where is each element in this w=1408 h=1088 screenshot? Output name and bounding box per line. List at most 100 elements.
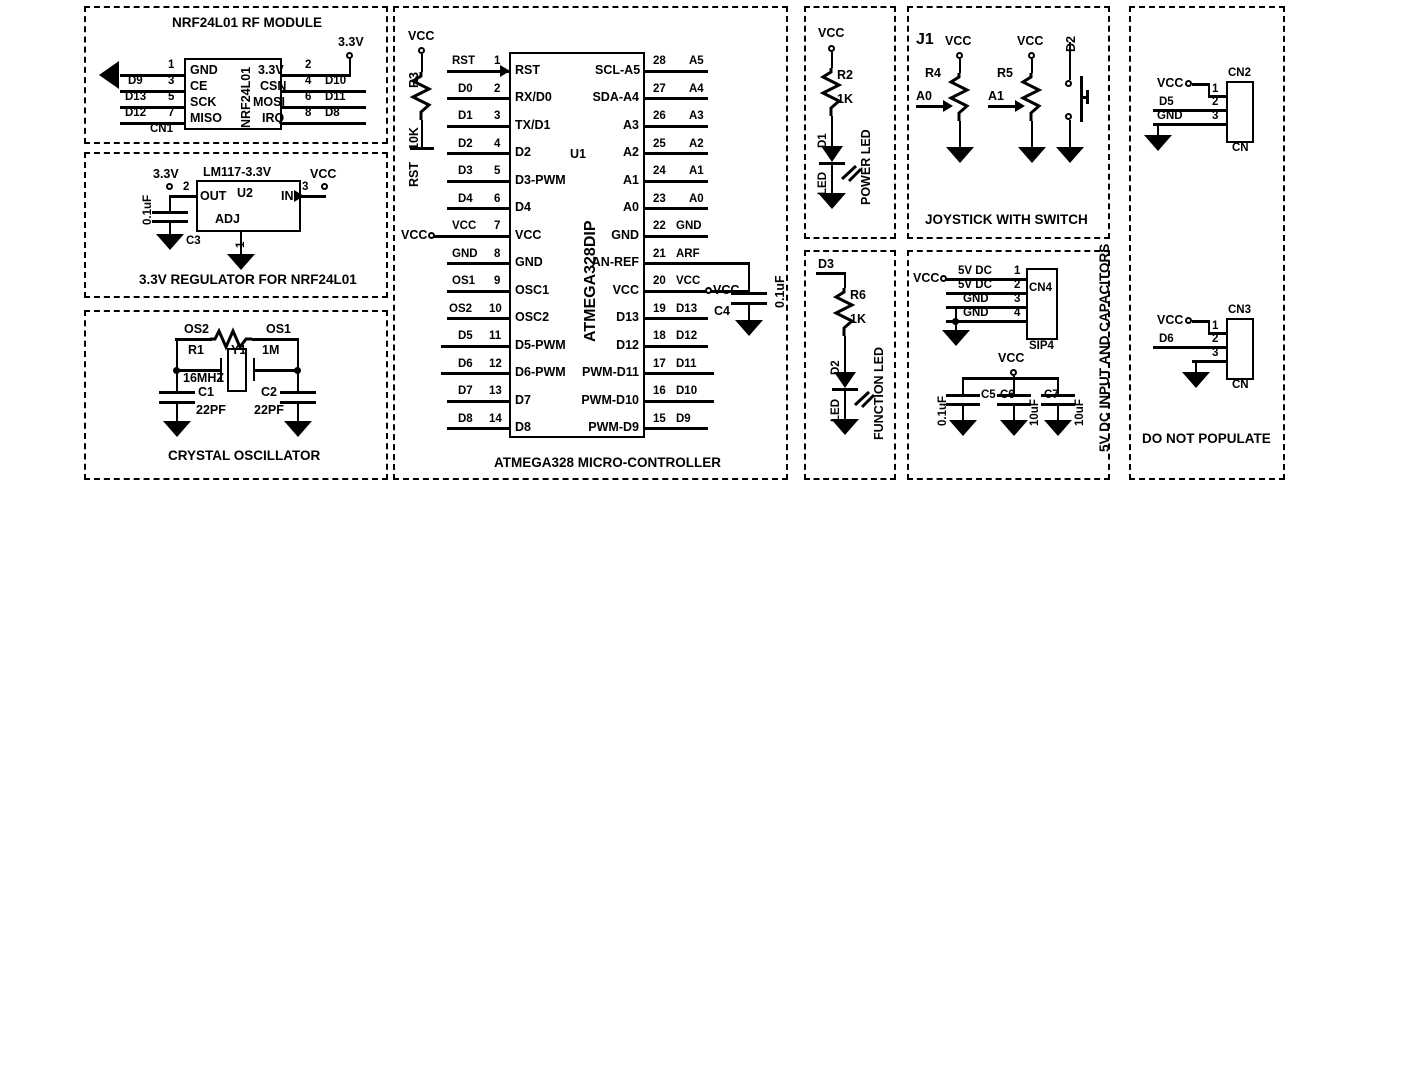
function-led-net: D3 [818,257,834,271]
mcu-lnet-12: D6 [458,358,473,370]
r6-ref: R6 [850,288,866,302]
nrf-pinnum-6: 6 [305,91,312,103]
nrf-wire-8 [281,122,366,125]
mcu-rnet-26: A3 [689,110,704,122]
mcu-lname-5: D3-PWM [515,173,566,187]
c7-ground-symbol-icon [1044,420,1072,436]
mcu-rname-23: A0 [623,200,639,214]
regulator-in-arrow-icon [294,190,304,202]
mcu-lnum-10: 10 [489,303,502,315]
mcu-lwire-7 [432,235,511,238]
panel-power-led [804,6,896,239]
regulator-body [196,180,301,232]
cn2-wire-3 [1153,123,1228,126]
r4-wiper-arrow-icon [943,100,953,112]
cn3-num-3: 3 [1212,347,1219,359]
cn2-num-3: 3 [1212,110,1219,122]
cn2-gnd-drop [1157,123,1159,135]
nrf-pinnum-2: 2 [305,59,312,71]
mcu-chip-body [509,52,645,438]
mcu-lwire-4 [447,152,511,155]
regulator-rail-33v: 3.3V [153,167,179,181]
cn2-ground-symbol-icon [1144,135,1172,151]
mcu-lname-4: D2 [515,145,531,159]
mcu-rnum-19: 19 [653,303,666,315]
nrf-pin-name-miso: MISO [190,111,222,125]
c6-ground-symbol-icon [1000,420,1028,436]
mcu-rwire-24 [644,180,708,183]
mcu-rnum-17: 17 [653,358,666,370]
mcu-rwire-20 [644,290,749,293]
r4-ref: R4 [925,66,941,80]
c2-ground-symbol-icon [284,421,312,437]
function-led-wire-top [844,272,846,288]
c1-plate-top [159,391,195,394]
r5-wiper-wire [988,105,1020,108]
mcu-rnet-22: GND [676,220,702,232]
power-led-vcc-node [828,45,835,52]
cn4-package: SIP4 [1029,340,1054,352]
cn3-package: CN [1232,379,1249,391]
function-led-wire-bot [844,389,846,419]
cn4-gnd-node [952,318,959,325]
c3-plate-top [152,211,188,214]
mcu-lnum-4: 4 [494,138,501,150]
r3-value: 10K [407,127,421,150]
mcu-rname-24: A1 [623,173,639,187]
mcu-rnet-28: A5 [689,55,704,67]
power-led-rail: VCC [818,26,845,40]
mcu-pullup-bot-wire [421,120,423,148]
mcu-lname-14: D8 [515,420,531,434]
mcu-rwire-27 [644,97,708,100]
c7-to-gnd [1057,403,1059,420]
mcu-vcc-pin7-node [428,232,435,239]
mcu-rnet-23: A0 [689,193,704,205]
switch-wire-bot [1069,120,1071,147]
crystal-wire-right [254,369,299,372]
mcu-lwire-2 [447,97,511,100]
mcu-lnum-7: 7 [494,220,501,232]
nrf-net-d12: D12 [125,107,147,119]
cn2-wire-2 [1153,109,1228,112]
nrf-chip-label: NRF24L01 [239,66,253,128]
c4-plate-top [731,292,767,295]
mcu-rnum-23: 23 [653,193,666,205]
cn3-gnd-drop [1195,360,1197,372]
crystal-body [227,348,247,392]
mcu-rwire-15 [644,427,708,430]
cn4-net-1: 5V DC [958,265,992,277]
nrf-wire-6 [281,106,366,109]
r2-ref: R2 [837,68,853,82]
mcu-rname-21: AN-REF [591,255,639,269]
mcu-lnum-14: 14 [489,413,502,425]
mcu-rnum-28: 28 [653,55,666,67]
mcu-lwire-3 [447,125,511,128]
mcu-lwire-5 [447,180,511,183]
r6-resistor-icon [832,288,856,336]
function-led-net-wire [816,272,846,275]
r5-vcc-node [1028,52,1035,59]
regulator-out-wire [170,195,198,198]
r4-wire-top [959,59,961,73]
cn4-wire-1 [946,278,1028,281]
mcu-lnet-14: D8 [458,413,473,425]
panel-dnp-title: DO NOT POPULATE [1142,431,1271,446]
nrf-chip-body [184,58,282,130]
crystal-right-rail [297,338,299,370]
r1-resistor-icon [210,327,252,351]
c1-ref: C1 [198,385,214,399]
regulator-adj-wire [240,232,242,254]
mcu-lnum-9: 9 [494,275,501,287]
mcu-rname-25: A2 [623,145,639,159]
crystal-top-wire-right [252,338,299,341]
panel-joystick-title: JOYSTICK WITH SWITCH [925,212,1088,227]
nrf-wire-4 [281,90,366,93]
r4-wiper-wire [916,105,948,108]
mcu-rwire-23 [644,207,708,210]
r4-resistor-icon [947,73,971,121]
switch-contact-bot [1065,113,1072,120]
cn4-wire-4 [946,320,1028,323]
regulator-in-wire [300,195,326,198]
mcu-vcc-node [418,47,425,54]
mcu-lname-3: TX/D1 [515,118,551,132]
